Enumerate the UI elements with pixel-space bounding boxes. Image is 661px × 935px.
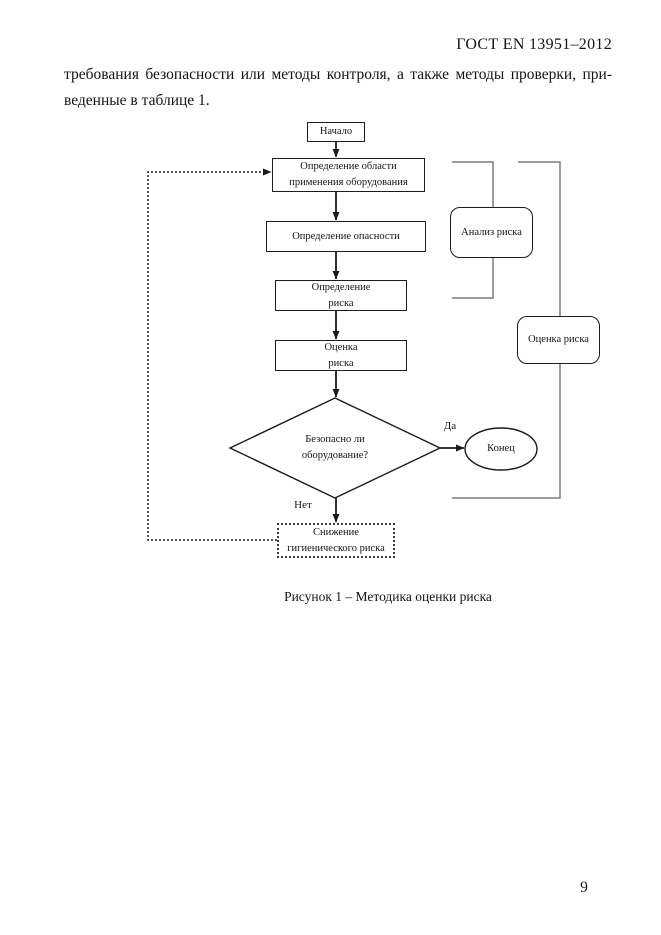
scope-node-line-1: Определение области bbox=[300, 161, 397, 173]
risk-analysis-text: Анализ риска bbox=[461, 226, 522, 238]
risk-evaluation-node: Оценка риска bbox=[275, 340, 407, 371]
body-paragraph: требования безопасности или методы контр… bbox=[64, 62, 612, 114]
page-number: 9 bbox=[580, 879, 588, 896]
end-node-label: Конец bbox=[487, 443, 515, 455]
hazard-node-label: Определение опасности bbox=[292, 230, 400, 242]
feedback-loop-dotted-arrow bbox=[147, 168, 277, 541]
decision-diamond-shape bbox=[228, 397, 442, 499]
start-node: Начало bbox=[307, 122, 365, 142]
scope-node: Определение области применения оборудова… bbox=[272, 158, 425, 192]
end-ellipse-shape bbox=[464, 427, 538, 471]
paragraph-line-2: веденные в таблице 1. bbox=[64, 92, 210, 109]
start-node-label: Начало bbox=[319, 126, 353, 138]
paragraph-line-1: требования безопасности или методы контр… bbox=[64, 66, 612, 83]
risk-assessment-bracket-label: Оценка риска bbox=[517, 316, 600, 364]
risk-determination-node: Определение риска bbox=[275, 280, 407, 311]
figure-caption: Рисунок 1 – Методика оценки риска bbox=[284, 589, 492, 604]
flow-arrows bbox=[332, 142, 465, 523]
risk-determination-line-1: Определение bbox=[311, 281, 371, 293]
yes-label: Да bbox=[443, 420, 457, 432]
risk-reduction-node: Снижение гигиенического риска bbox=[277, 523, 395, 558]
risk-analysis-bracket-label: Анализ риска bbox=[450, 207, 533, 258]
scope-node-line-2: применения оборудования bbox=[289, 177, 408, 188]
risk-evaluation-line-2: риска bbox=[328, 357, 354, 369]
risk-assessment-text: Оценка риска bbox=[528, 334, 589, 346]
end-node: Конец bbox=[465, 429, 537, 469]
no-label: Нет bbox=[294, 499, 312, 511]
risk-reduction-line-1: Снижение bbox=[313, 526, 359, 538]
risk-evaluation-line-1: Оценка bbox=[324, 341, 358, 353]
decision-diamond: Безопасно ли оборудование? bbox=[245, 402, 425, 494]
hazard-identification-node: Определение опасности bbox=[266, 221, 426, 252]
risk-reduction-line-2: гигиенического риска bbox=[287, 542, 385, 554]
decision-line-2: оборудование? bbox=[301, 450, 369, 461]
risk-determination-line-2: риска bbox=[328, 297, 354, 309]
page-header: ГОСТ EN 13951–2012 bbox=[456, 36, 612, 53]
decision-line-1: Безопасно ли bbox=[305, 434, 365, 446]
